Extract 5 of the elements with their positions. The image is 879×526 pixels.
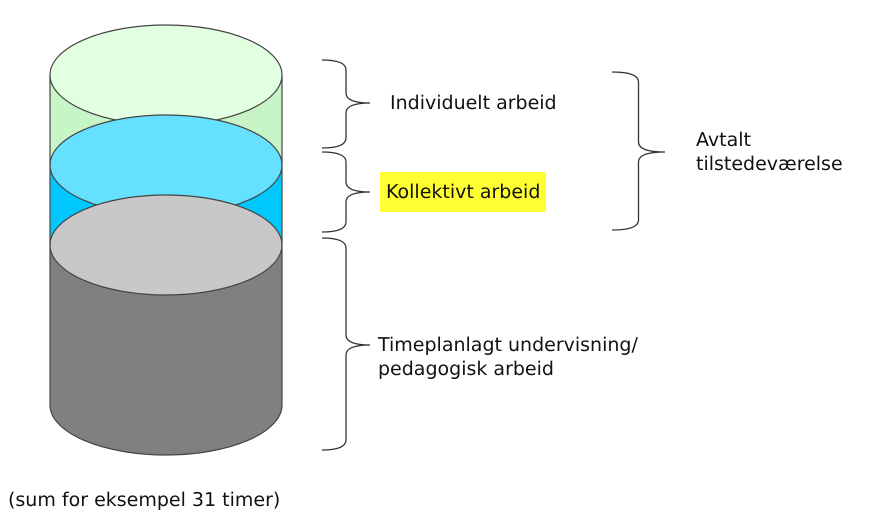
group-label: Avtalt tilstedeværelse [696, 128, 844, 176]
segment-label: Individuelt arbeid [390, 91, 557, 115]
segment-label: Timeplanlagt undervisning/ pedagogisk arbeid [378, 333, 639, 381]
caption: (sum for eksempel 31 timer) [8, 488, 280, 512]
highlighted-segment-label: Kollektivt arbeid [380, 172, 546, 212]
